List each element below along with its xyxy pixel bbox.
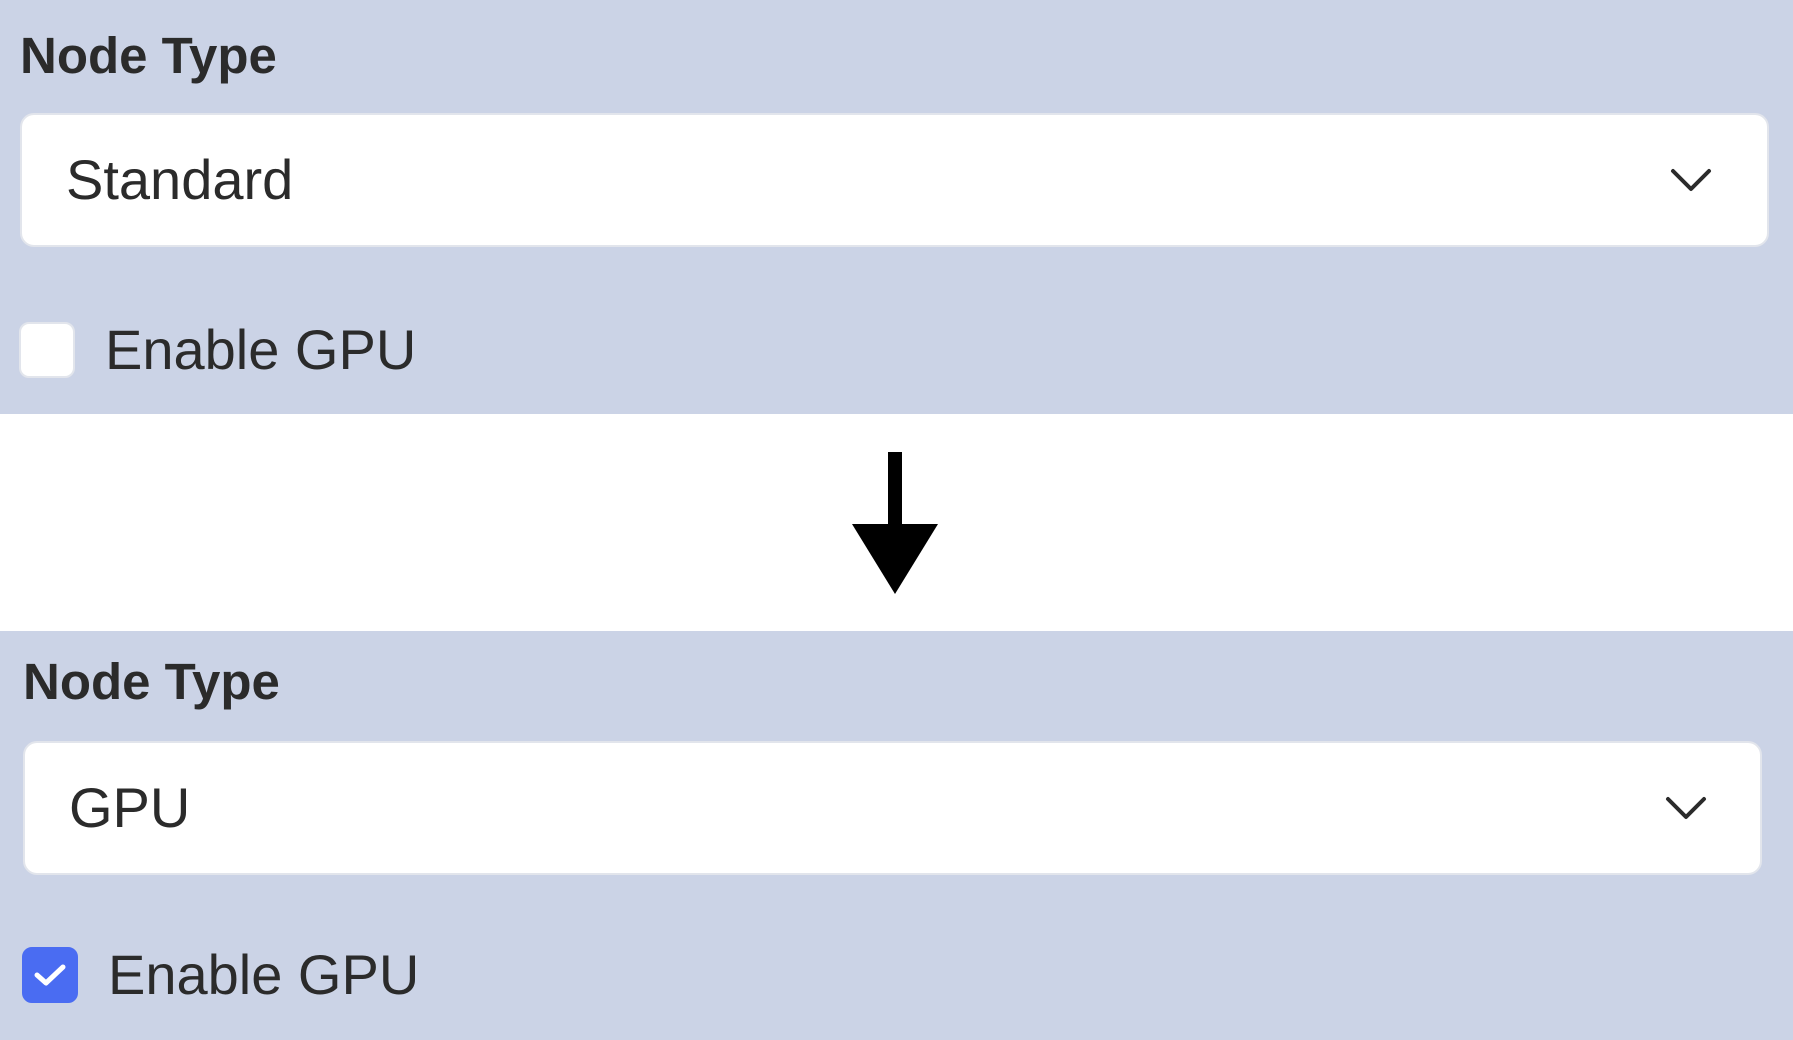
enable-gpu-label: Enable GPU — [108, 943, 420, 1006]
chevron-down-icon — [1671, 169, 1711, 191]
chevron-down-icon — [1666, 797, 1706, 819]
enable-gpu-checkbox-row[interactable]: Enable GPU — [22, 947, 419, 1003]
node-type-select[interactable]: Standard — [20, 113, 1769, 247]
node-type-label: Node Type — [20, 27, 277, 84]
checkmark-icon — [34, 964, 66, 986]
before-panel: Node Type Standard Enable GPU — [0, 0, 1793, 414]
enable-gpu-label: Enable GPU — [105, 318, 417, 381]
enable-gpu-checkbox[interactable] — [22, 947, 78, 1003]
after-panel: Node Type GPU Enable GPU — [0, 631, 1793, 1040]
node-type-select-value: Standard — [66, 148, 294, 211]
arrow-down-icon — [852, 452, 938, 594]
enable-gpu-checkbox[interactable] — [19, 322, 75, 378]
enable-gpu-checkbox-row[interactable]: Enable GPU — [19, 322, 416, 378]
node-type-select[interactable]: GPU — [23, 741, 1762, 875]
node-type-select-value: GPU — [69, 776, 191, 839]
node-type-label: Node Type — [23, 653, 280, 710]
